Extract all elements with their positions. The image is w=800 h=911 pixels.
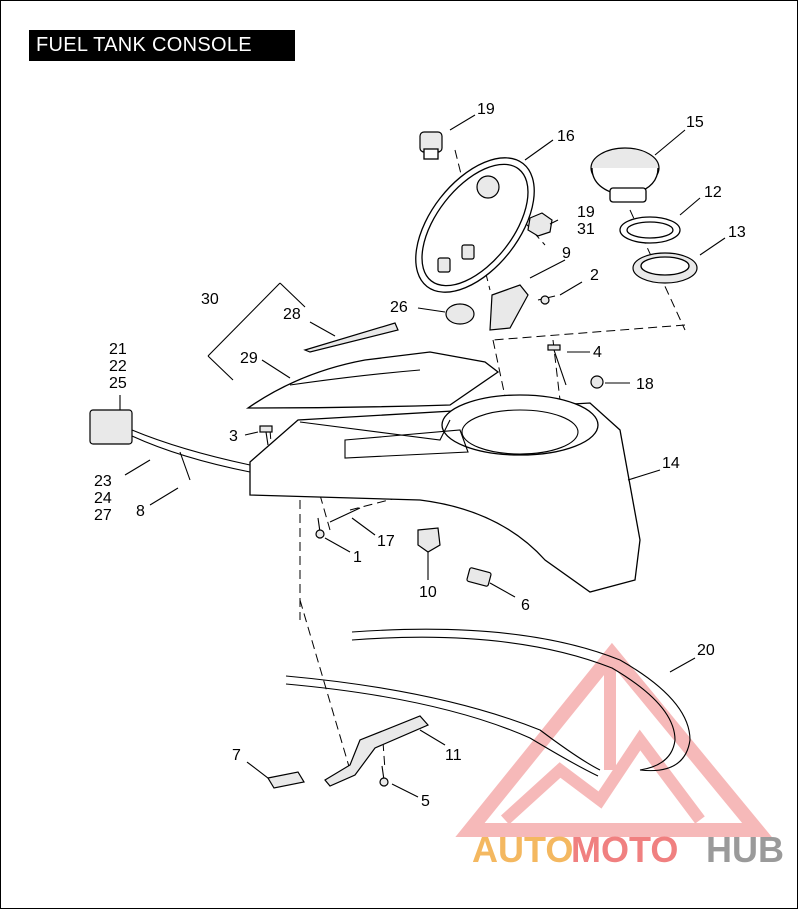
screw-5	[379, 765, 389, 787]
callout-8: 8	[136, 503, 145, 520]
gas-cap	[590, 147, 660, 203]
bracket-11	[324, 715, 429, 787]
callout-31: 31	[577, 221, 595, 238]
pin-17	[329, 507, 361, 523]
watermark-auto: AUTO	[472, 829, 573, 870]
callout-28: 28	[283, 306, 301, 323]
callout-labels: 19 16 15 12 13 19 31 9 2 26 30 28 29 4 1…	[94, 101, 746, 810]
callout-29: 29	[240, 350, 258, 367]
plug-19	[419, 131, 443, 160]
group-bracket-30	[207, 282, 306, 381]
callout-20: 20	[697, 642, 715, 659]
callout-3: 3	[229, 428, 238, 445]
cap-18	[590, 375, 604, 389]
screw-1	[315, 517, 325, 539]
watermark-moto: MOTO	[571, 829, 678, 870]
callout-15: 15	[686, 114, 704, 131]
callout-23: 23	[94, 473, 112, 490]
callout-22: 22	[109, 358, 127, 375]
callout-24: 24	[94, 490, 112, 507]
callout-11: 11	[445, 747, 462, 764]
watermark-text: AUTO MOTO HUB	[472, 829, 784, 870]
callout-25: 25	[109, 375, 127, 392]
cover-29	[245, 351, 500, 409]
seal-20	[285, 628, 691, 777]
leader-lines	[119, 114, 726, 798]
watermark-logo	[455, 642, 772, 837]
trim-28	[303, 322, 399, 353]
callout-6: 6	[521, 597, 530, 614]
screw-4	[547, 344, 567, 386]
callout-16: 16	[557, 128, 575, 145]
callout-14: 14	[662, 455, 680, 472]
callout-26: 26	[390, 299, 408, 316]
callout-13: 13	[728, 224, 746, 241]
watermark-hub: HUB	[706, 829, 784, 870]
callout-21: 21	[109, 341, 127, 358]
callout-9: 9	[562, 245, 571, 262]
callout-2: 2	[590, 267, 599, 284]
fuel-door	[415, 157, 535, 293]
screw-2	[537, 295, 556, 305]
console-body	[249, 394, 641, 593]
clip-6	[466, 567, 492, 587]
wire-harness	[89, 409, 251, 481]
clip-7	[267, 771, 305, 789]
callout-12: 12	[704, 184, 722, 201]
nut-31	[527, 212, 553, 237]
clip-10	[417, 527, 441, 553]
callout-7: 7	[232, 747, 241, 764]
callout-1: 1	[353, 549, 362, 566]
callout-19-top: 19	[477, 101, 495, 118]
callout-30: 30	[201, 291, 219, 308]
clamp-26	[445, 303, 475, 325]
bracket-9	[489, 284, 529, 331]
callout-18: 18	[636, 376, 654, 393]
callout-17: 17	[377, 533, 395, 550]
diagram-title: FUEL TANK CONSOLE	[29, 30, 295, 61]
callout-19-nut: 19	[577, 204, 595, 221]
callout-4: 4	[593, 344, 602, 361]
callout-5: 5	[421, 793, 430, 810]
callout-10: 10	[419, 584, 437, 601]
callout-27: 27	[94, 507, 112, 524]
screw-3	[259, 425, 273, 446]
